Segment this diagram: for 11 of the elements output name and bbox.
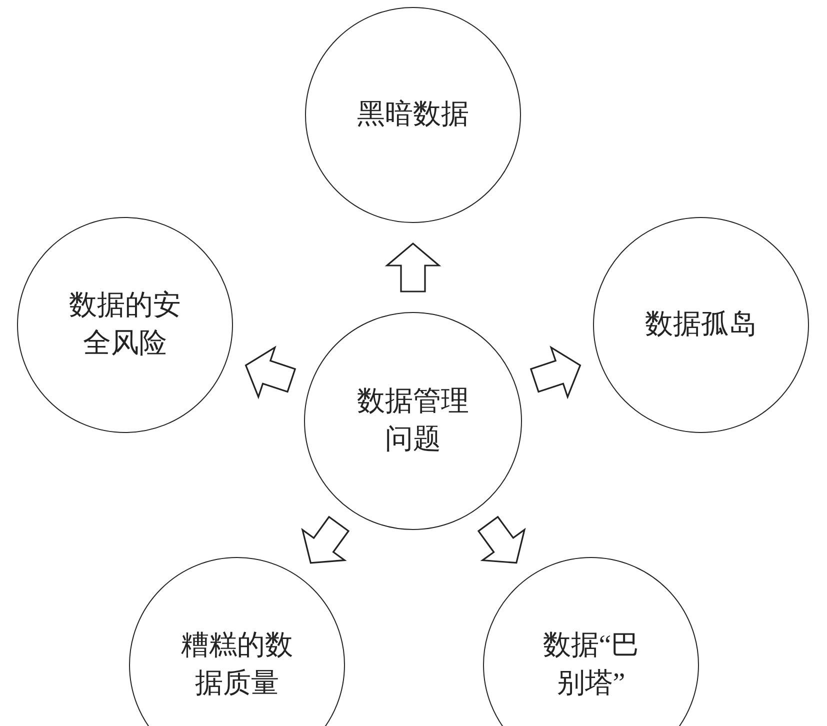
block-arrow [244,346,296,400]
circle-label: 数据管理问题 [356,385,470,457]
circle-label: 糟糕的数据质量 [180,629,294,701]
circle-label: 数据孤岛 [644,308,758,342]
block-arrow [384,242,442,292]
block-arrow [477,516,526,564]
circle-label: 数据“巴别塔” [542,629,640,701]
circle-label: 数据的安全风险 [68,289,182,361]
block-arrow [301,516,350,564]
circle-label: 黑暗数据 [356,98,470,132]
block-arrow [530,346,582,400]
